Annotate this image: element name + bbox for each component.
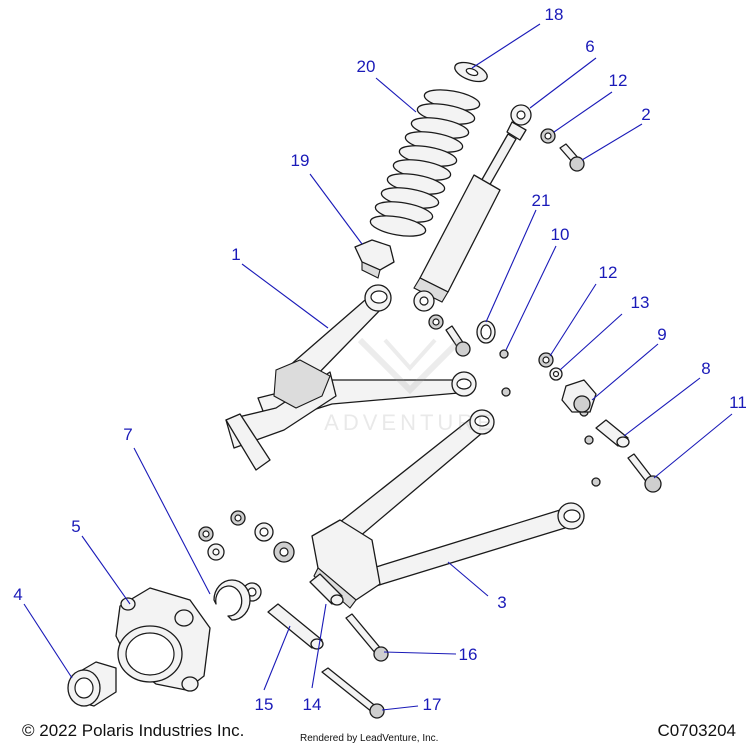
copyright-text: © 2022 Polaris Industries Inc. [22, 721, 245, 740]
part-12-lower-bushing[interactable] [538, 352, 554, 368]
callout-11[interactable]: 11 [729, 393, 747, 412]
callout-13[interactable]: 13 [631, 293, 650, 312]
part-19-spring-seat[interactable] [354, 239, 395, 279]
callout-16[interactable]: 16 [459, 645, 478, 664]
callout-1[interactable]: 1 [231, 245, 240, 264]
part-16-bolt[interactable] [345, 613, 389, 662]
part-1-upper-a-arm[interactable] [225, 284, 477, 471]
callout-14[interactable]: 14 [303, 695, 322, 714]
part-18-spring-retainer[interactable] [452, 59, 489, 86]
callout-12-upper[interactable]: 12 [609, 71, 628, 90]
part-13-washer[interactable] [549, 367, 563, 381]
callout-8[interactable]: 8 [701, 359, 710, 378]
callout-2[interactable]: 2 [641, 105, 650, 124]
part-4-bearing[interactable] [67, 661, 117, 707]
callout-9[interactable]: 9 [657, 325, 666, 344]
callout-10[interactable]: 10 [551, 225, 570, 244]
callout-20[interactable]: 20 [357, 57, 376, 76]
part-3-lower-a-arm[interactable] [311, 409, 585, 609]
part-20-coil-spring[interactable] [369, 86, 481, 239]
callout-5[interactable]: 5 [71, 517, 80, 536]
part-14-sleeve[interactable] [309, 573, 344, 606]
leader-lines [23, 23, 733, 711]
callout-21[interactable]: 21 [532, 191, 551, 210]
part-21-o-ring[interactable] [476, 320, 496, 344]
callout-18[interactable]: 18 [545, 5, 564, 24]
callout-15[interactable]: 15 [255, 695, 274, 714]
part-10-grease-fitting[interactable] [499, 349, 601, 487]
callout-12-lower[interactable]: 12 [599, 263, 618, 282]
part-11-bolt[interactable] [627, 453, 662, 493]
part-5-knuckle[interactable] [115, 587, 211, 692]
callout-3[interactable]: 3 [497, 593, 506, 612]
part-17-bolt[interactable] [321, 667, 385, 719]
callouts: 18 20 6 12 2 19 21 10 1 12 13 9 8 11 3 7… [13, 5, 747, 714]
part-12-upper-bushing[interactable] [540, 128, 556, 144]
callout-19[interactable]: 19 [291, 151, 310, 170]
part-9-ball-joint[interactable] [561, 379, 597, 413]
part-8-sleeve[interactable] [595, 419, 630, 448]
rendered-by-text: Rendered by LeadVenture, Inc. [300, 733, 439, 744]
callout-7[interactable]: 7 [123, 425, 132, 444]
part-6-shock-absorber[interactable] [413, 104, 532, 312]
callout-6[interactable]: 6 [585, 37, 594, 56]
shock-lower-hardware[interactable] [428, 314, 471, 357]
callout-4[interactable]: 4 [13, 585, 22, 604]
part-15-sleeve[interactable] [267, 603, 324, 650]
callout-17[interactable]: 17 [423, 695, 442, 714]
part-7-retaining-ring[interactable] [213, 579, 251, 621]
part-2-bolt[interactable] [559, 143, 585, 172]
diagram-code: C0703204 [657, 721, 736, 740]
